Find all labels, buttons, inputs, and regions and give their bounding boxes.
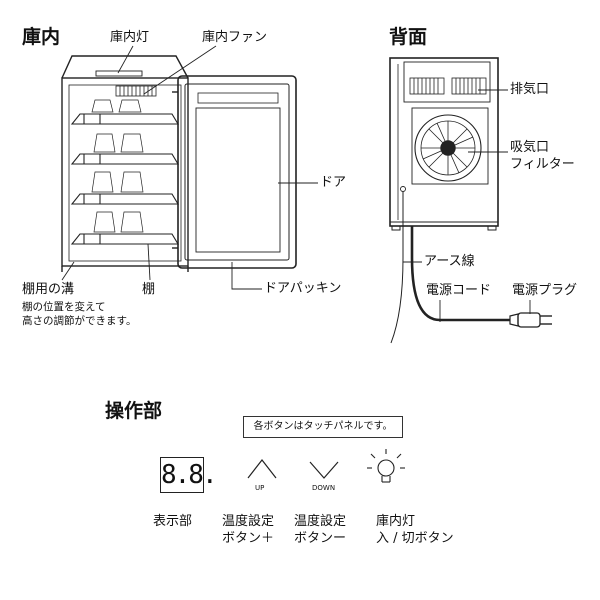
interior-heading: 庫内 [22, 26, 61, 48]
intake-fan [414, 114, 482, 182]
shelf-note-line2: 高さの調節ができます。 [22, 315, 137, 327]
door-packing-label: ドアパッキン [264, 281, 342, 296]
bottles [91, 99, 144, 233]
temp-minus-button[interactable] [302, 452, 346, 494]
fan-label: 庫内ファン [202, 30, 268, 45]
back-body [389, 57, 499, 231]
exhaust-louvers [409, 77, 487, 95]
shelf-groove-label: 棚用の溝 [22, 282, 75, 297]
power-cord [410, 226, 510, 322]
temp-plus-button[interactable] [240, 452, 284, 494]
down-text: DOWN [312, 484, 336, 492]
door-label: ドア [320, 175, 347, 190]
interior-leaders [61, 45, 318, 290]
lamp-toggle-button[interactable] [364, 446, 408, 488]
up-chevron-icon [247, 459, 277, 479]
ground-wire [390, 192, 404, 344]
intake-label-line1: 吸気口 [510, 140, 550, 155]
ground-screw [400, 186, 406, 192]
back-leaders [403, 89, 531, 322]
lamp-label: 庫内灯 [110, 30, 150, 45]
shelf-note-line1: 棚の位置を変えて [22, 301, 106, 313]
panel-heading: 操作部 [105, 400, 163, 422]
temp-minus-label-line1: 温度設定 [294, 514, 347, 529]
power-cord-label: 電源コード [426, 283, 492, 298]
temp-plus-label-line2: ボタン＋ [222, 531, 275, 546]
intake-label-line2: フィルター [510, 157, 575, 172]
power-plug-label: 電源プラグ [512, 283, 578, 298]
display-label: 表示部 [153, 514, 193, 529]
down-chevron-icon [309, 461, 339, 479]
shelf-label: 棚 [142, 282, 156, 297]
fan-grille [115, 85, 157, 97]
light-bulb-icon [367, 449, 405, 483]
touch-panel-note: 各ボタンはタッチパネルです。 [243, 416, 403, 438]
cabinet-body [61, 55, 189, 272]
power-plug [509, 312, 552, 328]
back-heading: 背面 [389, 26, 428, 48]
lamp-button-label-line1: 庫内灯 [376, 514, 416, 529]
shelves [70, 113, 179, 245]
door-outline [172, 75, 297, 269]
seven-segment-display: 8.8. [160, 457, 218, 493]
ground-wire-label: アース線 [424, 254, 475, 269]
temp-plus-label-line1: 温度設定 [222, 514, 275, 529]
lamp-button-label-line2: 入 / 切ボタン [376, 531, 454, 546]
temp-minus-label-line2: ボタンー [294, 531, 347, 546]
up-text: UP [255, 484, 265, 492]
exhaust-label: 排気口 [510, 82, 550, 97]
